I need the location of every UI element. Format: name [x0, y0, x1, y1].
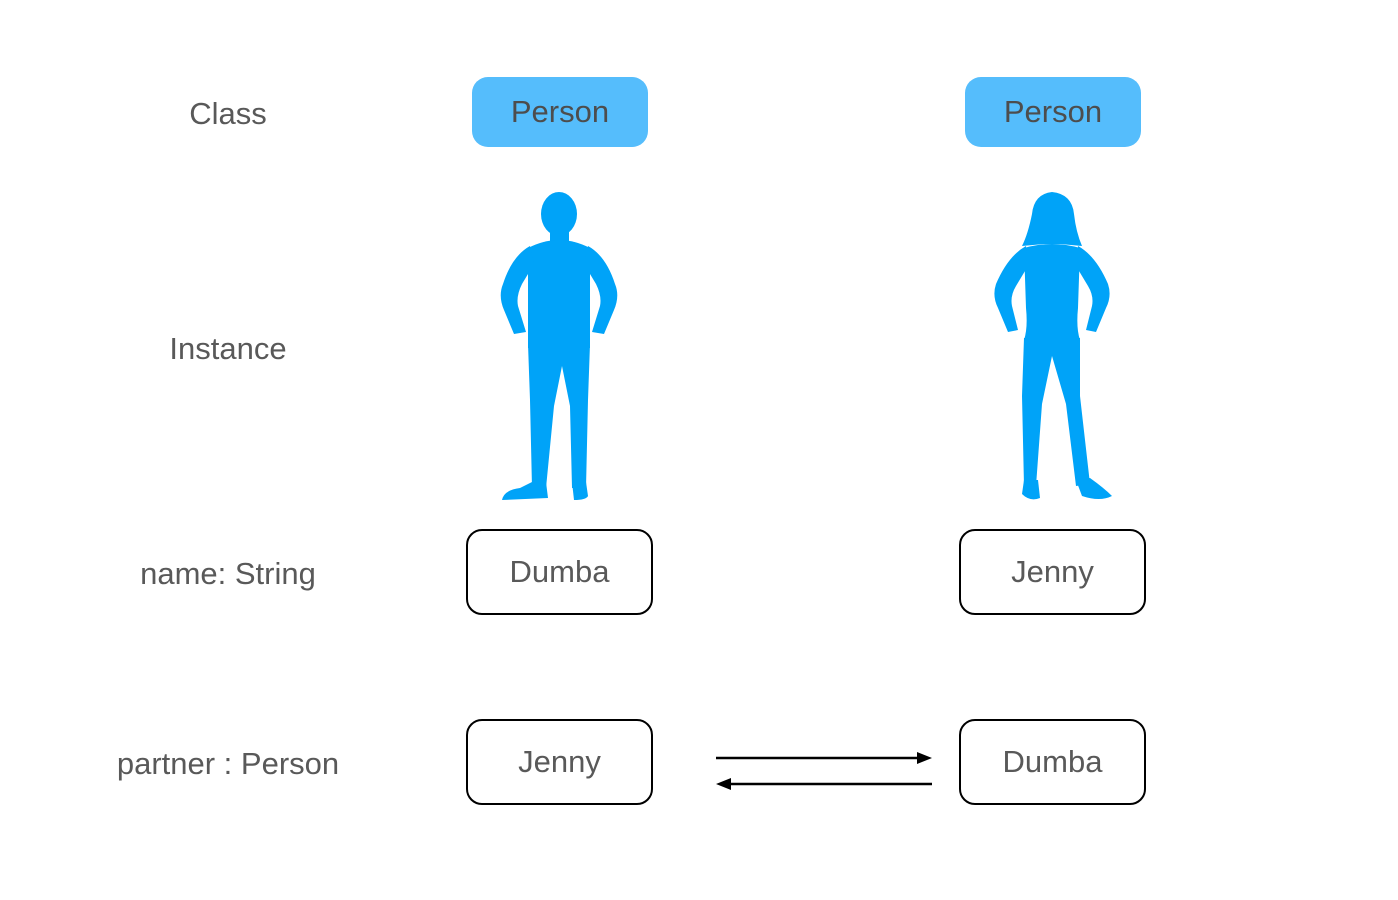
row-label-class: Class	[189, 96, 267, 131]
woman-silhouette-icon	[994, 192, 1112, 500]
right-name-value-box: Jenny	[959, 529, 1146, 615]
arrow-left-icon	[716, 778, 932, 790]
right-partner-value-box: Dumba	[959, 719, 1146, 805]
man-silhouette-icon	[500, 192, 618, 500]
row-label-partner: partner : Person	[116, 746, 340, 781]
row-label-name: name: String	[140, 556, 316, 591]
left-name-value-box: Dumba	[466, 529, 653, 615]
right-class-box: Person	[965, 77, 1141, 147]
arrow-right-icon	[716, 752, 932, 764]
left-class-box: Person	[472, 77, 648, 147]
left-partner-value-box: Jenny	[466, 719, 653, 805]
row-label-instance: Instance	[169, 331, 287, 366]
